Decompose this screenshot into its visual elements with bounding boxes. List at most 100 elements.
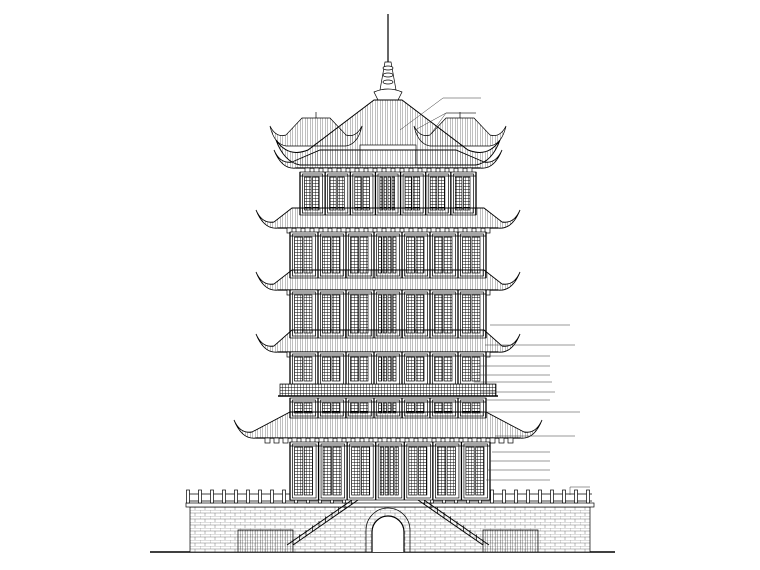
lattice-window: [382, 294, 387, 334]
lattice-window: [415, 402, 425, 414]
lattice-window: [406, 402, 415, 414]
lattice-window: [294, 236, 303, 274]
railing-post: [490, 489, 494, 504]
dougong-bracket: [498, 437, 505, 444]
lattice-window: [387, 356, 392, 382]
lattice-window: [303, 294, 313, 334]
dougong-bracket: [484, 227, 491, 234]
dougong-bracket: [507, 437, 514, 444]
lattice-window: [406, 294, 415, 334]
railing-post: [234, 489, 238, 504]
gate-arch-outer: [365, 507, 411, 552]
lattice-window: [437, 176, 446, 211]
stair-rail: [423, 499, 490, 546]
lattice-window: [437, 446, 446, 496]
railing-post: [586, 489, 590, 504]
lattice-window: [462, 356, 471, 382]
pagoda: [150, 14, 615, 553]
lattice-window: [354, 176, 362, 211]
lattice-window: [404, 176, 412, 211]
lattice-window: [434, 356, 443, 382]
stair-rail: [286, 499, 353, 546]
lattice-window: [362, 176, 370, 211]
lattice-window: [322, 446, 332, 496]
lattice-window: [332, 446, 342, 496]
railing-post: [210, 489, 214, 504]
lattice-window: [406, 356, 415, 382]
lattice-window: [303, 236, 313, 274]
railing-post: [502, 489, 506, 504]
eave-roof: [255, 269, 521, 291]
lattice-window: [462, 402, 471, 414]
lattice-window: [331, 402, 341, 414]
lattice-window: [455, 176, 463, 211]
spire-ring: [382, 65, 394, 71]
lattice-window: [382, 356, 387, 382]
railing-post: [514, 489, 518, 504]
railing-post: [574, 489, 578, 504]
railing-post: [526, 489, 530, 504]
lattice-window: [471, 402, 481, 414]
lattice-window: [408, 446, 418, 496]
railing-post: [186, 489, 190, 504]
lattice-window: [392, 402, 397, 414]
lattice-window: [392, 236, 397, 274]
lattice-window: [350, 402, 359, 414]
lattice-window: [331, 356, 341, 382]
lattice-window: [382, 402, 387, 414]
railing-post: [258, 489, 262, 504]
lattice-window: [387, 294, 392, 334]
lattice-window: [389, 446, 394, 496]
dougong-bracket: [264, 437, 271, 444]
lattice-window: [415, 236, 425, 274]
lattice-window: [471, 294, 481, 334]
lattice-window: [443, 236, 453, 274]
lattice-window: [350, 236, 359, 274]
lattice-window: [443, 402, 453, 414]
lattice-window: [331, 294, 341, 334]
lattice-window: [378, 236, 383, 274]
railing-post: [222, 489, 226, 504]
lattice-window: [337, 176, 345, 211]
lattice-window: [392, 356, 397, 382]
lattice-window: [471, 356, 481, 382]
lattice-window: [429, 176, 438, 211]
stair-landing: [482, 529, 539, 552]
lattice-window: [387, 236, 392, 274]
spire-ring: [382, 79, 394, 85]
railing-post: [270, 489, 274, 504]
lattice-window: [378, 402, 383, 414]
lattice-window: [471, 236, 481, 274]
railing-post: [282, 489, 286, 504]
lattice-window: [415, 294, 425, 334]
railing-post: [550, 489, 554, 504]
dougong-bracket: [489, 437, 496, 444]
lattice-window: [391, 176, 395, 211]
lattice-window: [322, 294, 331, 334]
lattice-window: [294, 356, 303, 382]
side-pavilion-roof: [413, 117, 507, 147]
lattice-window: [303, 356, 313, 382]
annotation-leader: [429, 112, 476, 136]
lattice-window: [434, 402, 443, 414]
lattice-window: [331, 236, 341, 274]
lattice-window: [379, 446, 384, 496]
lattice-window: [294, 446, 304, 496]
lattice-window: [304, 176, 312, 211]
lattice-window: [394, 446, 399, 496]
lattice-window: [359, 294, 369, 334]
lattice-window: [463, 176, 471, 211]
lattice-window: [303, 446, 313, 496]
railing-post: [562, 489, 566, 504]
lattice-window: [312, 176, 320, 211]
lattice-window: [443, 294, 453, 334]
dougong-bracket: [282, 437, 289, 444]
lattice-window: [434, 236, 443, 274]
lattice-window: [359, 356, 369, 382]
lattice-window: [387, 176, 391, 211]
gate-arch: [371, 515, 405, 552]
lattice-window: [434, 294, 443, 334]
lattice-window: [418, 446, 428, 496]
lattice-window: [462, 236, 471, 274]
lattice-window: [378, 356, 383, 382]
